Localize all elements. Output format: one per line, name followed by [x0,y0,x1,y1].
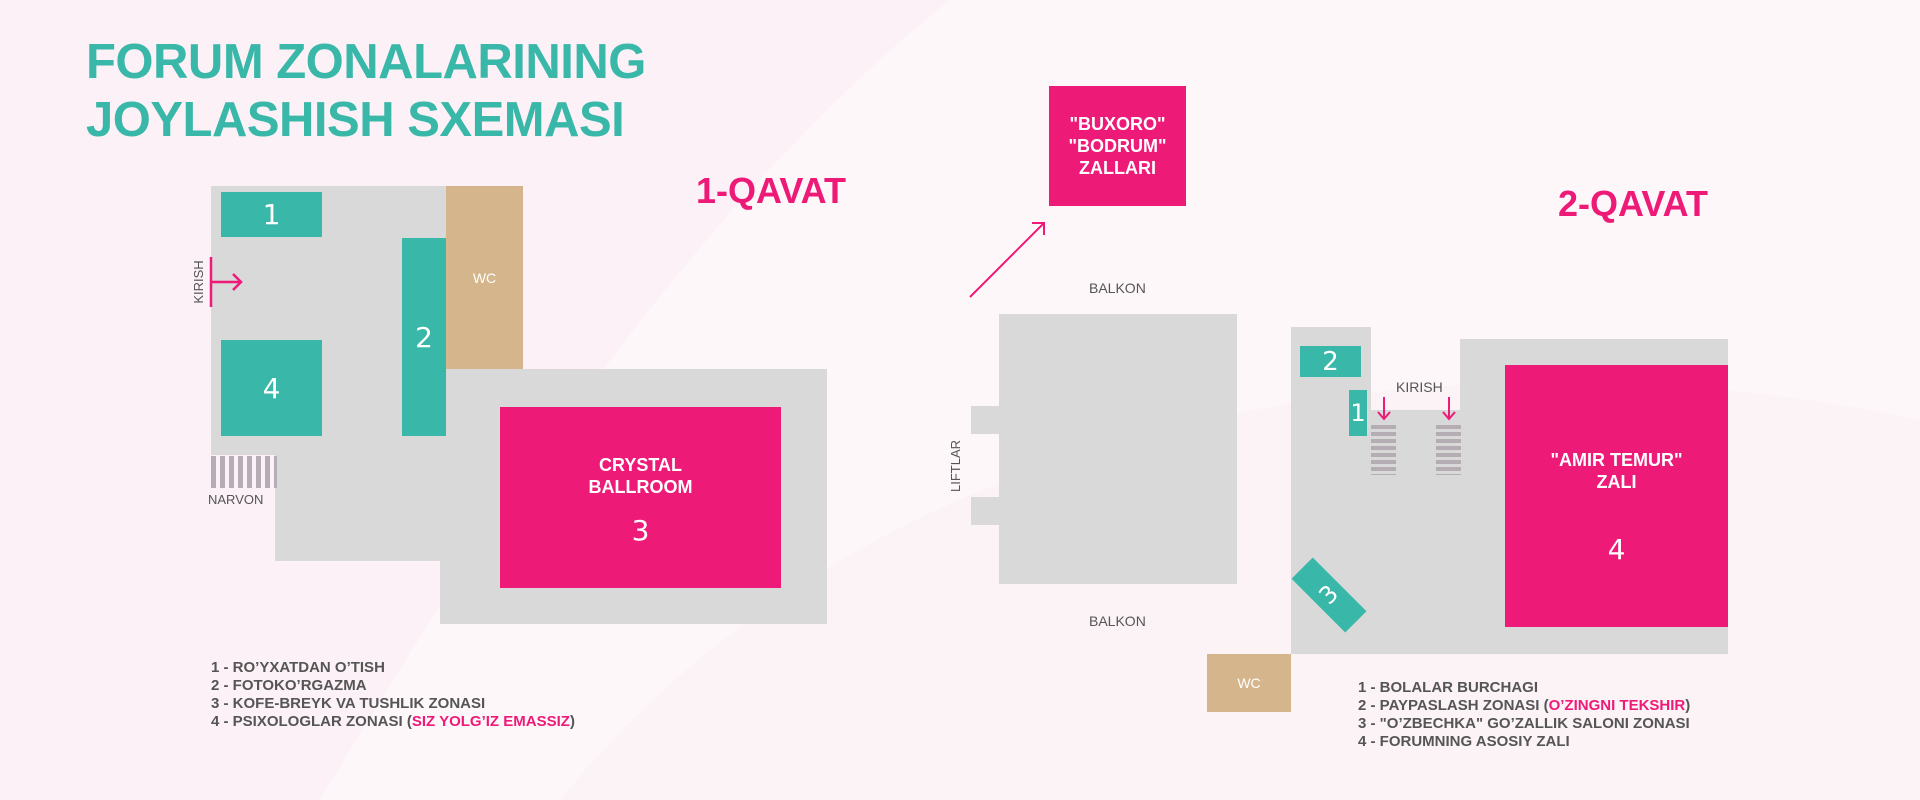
basement-halls-line2: "BODRUM" [1068,136,1167,156]
floor1-legend-item-4-highlight: SIZ YOLG’IZ EMASSIZ [411,713,570,730]
balcony-bottom-label: BALKON [1089,613,1146,629]
floor2-legend-item-2: 2 - PAYPASLASH ZONASI (O’ZINGNI TEKSHIR) [1358,697,1691,714]
floor2-balcony-block [999,314,1237,584]
basement-halls-line1: "BUXORO" [1069,114,1166,134]
floor2-basement-halls: "BUXORO" "BODRUM" ZALLARI [1049,86,1186,206]
floor1-zone-4: 4 [221,340,322,436]
floor2-amir-temur-hall: "AMIR TEMUR" ZALI 4 [1505,365,1728,627]
floor2-stairs-right-icon [1436,425,1461,475]
floor2-entrance-arrow-right-icon [1442,397,1456,421]
floor1-legend-item-4: 4 - PSIXOLOGLAR ZONASI (SIZ YOLG’IZ EMAS… [211,713,575,730]
floor2-legend-item-4: 4 - FORUMNING ASOSIY ZALI [1358,733,1570,750]
floor1-legend-item-3: 3 - KOFE-BREYK VA TUSHLIK ZONASI [211,695,486,712]
main-hall-name-line2: ZALI [1596,472,1637,492]
floor1-zone-2: 2 [402,238,446,436]
floor1-legend: 1 - RO’YXATDAN O’TISH 2 - FOTOKO’RGAZMA … [211,659,575,731]
floor1-zone-1: 1 [221,192,322,237]
ballroom-number: 3 [631,513,650,547]
lift-1 [971,406,1001,434]
floor1-wc: WC [446,186,523,369]
floor1-label: 1-QAVAT [696,170,846,211]
page-title: FORUM ZONALARINING JOYLASHISH SXEMASI [86,33,646,149]
floor2-wc: WC [1207,654,1291,712]
lifts-label: LIFTLAR [948,440,963,493]
diagonal-arrow-icon [969,222,1045,298]
ballroom-name-line2: BALLROOM [588,476,693,497]
floor2-legend-item-3: 3 - "O’ZBECHKA" GO’ZALLIK SALONI ZONASI [1358,715,1690,732]
lift-2 [971,497,1001,525]
floor2-zone-2: 2 [1300,346,1361,377]
floor2-label: 2-QAVAT [1558,183,1708,224]
balcony-top-label: BALKON [1089,280,1146,296]
floor1-stairs-label: NARVON [208,492,264,507]
floor2-zone-1: 1 [1349,390,1367,436]
page-title-line2: JOYLASHISH SXEMASI [86,93,625,147]
basement-halls-line3: ZALLARI [1079,158,1156,178]
floor2-stairs-left-icon [1371,425,1396,475]
ballroom-name-line1: CRYSTAL [599,454,682,475]
floor1-legend-item-2: 2 - FOTOKO’RGAZMA [211,677,367,694]
floor1-crystal-ballroom: CRYSTAL BALLROOM 3 [500,407,781,588]
floor2-legend-item-1: 1 - BOLALAR BURCHAGI [1358,679,1538,696]
floor2-entrance-arrow-left-icon [1377,397,1391,421]
floor2-entrance-label: KIRISH [1396,379,1443,395]
page-title-line1: FORUM ZONALARINING [86,35,646,89]
main-hall-number: 4 [1607,533,1626,566]
floor1-stairs-icon [211,456,277,488]
main-hall-name-line1: "AMIR TEMUR" [1550,450,1683,470]
floor1-legend-item-1: 1 - RO’YXATDAN O’TISH [211,659,385,676]
floor1-entrance-label: KIRISH [191,260,206,304]
floor2-legend: 1 - BOLALAR BURCHAGI 2 - PAYPASLASH ZONA… [1358,679,1690,751]
floor2-legend-item-2-highlight: O’ZINGNI TEKSHIR [1548,697,1686,714]
floor1-entrance-arrow-icon [209,257,243,307]
